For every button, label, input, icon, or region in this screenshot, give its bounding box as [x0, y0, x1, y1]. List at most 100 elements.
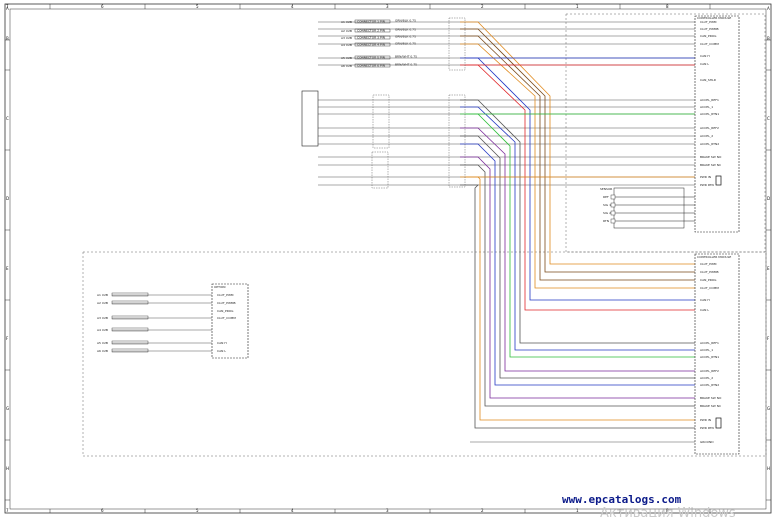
option-connector-body	[111, 292, 149, 297]
option-box	[211, 283, 249, 359]
connector-id: A3 X2B	[341, 36, 352, 40]
option-pin-label: CLUT_COMM	[217, 316, 236, 320]
controller-bottom-pin-label: BRAKE SW NO	[700, 396, 722, 400]
connector-wire-spec: GRN/BLK 0.75	[395, 19, 416, 23]
site-watermark: www.epcatalogs.com	[562, 493, 682, 506]
border-column-label-top: 8	[666, 4, 669, 9]
controller-top-pin-label: CAN H	[700, 54, 710, 58]
border-row-label-right: E	[767, 266, 770, 271]
border-row-label-right: G	[767, 406, 770, 411]
border-row-label-right: H	[767, 466, 770, 471]
controller-top-pin-label: PWR IN	[700, 175, 711, 179]
switch-box	[301, 90, 319, 147]
controller-bottom-pin-label: ACCEL_2	[700, 376, 713, 380]
connector-wire-spec: GRN/BLK 0.75	[395, 35, 416, 39]
border-column-label-top: 3	[386, 4, 389, 9]
border-column-label-bottom: 5	[196, 508, 199, 513]
wire-colored	[460, 28, 695, 273]
option-connector-id: A5 X2B	[97, 341, 108, 345]
option-connector-body	[111, 327, 149, 332]
wire-colored	[460, 43, 695, 289]
sensor-pin	[610, 218, 616, 224]
controller-top-title: CONTROLLER MODULE	[697, 16, 731, 20]
connector-body	[354, 19, 391, 24]
controller-bottom-pin-label: ACCEL_RTN1	[700, 355, 719, 359]
border-column-label-bottom: 3	[386, 508, 389, 513]
border-row-label-right: F	[767, 336, 770, 341]
option-connector-id: A4 X2B	[97, 328, 108, 332]
controller-bottom-pin-label: GROUND	[700, 440, 714, 444]
connector-id: A4 X2B	[341, 43, 352, 47]
controller-bottom-pin-label: BRAKE SW NC	[700, 404, 721, 408]
controller-bottom-pin-label: CLUT_PWM	[700, 262, 717, 266]
controller-top-pin-label: BRAKE SW NC	[700, 163, 721, 167]
connector-id: A2 X2B	[341, 29, 352, 33]
connector-wire-spec: GRN/BLK 0.75	[395, 42, 416, 46]
connector-label: CONNECTOR 6 PIN	[357, 64, 385, 68]
connector-label: CONNECTOR 5 PIN	[357, 56, 385, 60]
connector-wire-spec: GRN/BLK 0.75	[395, 28, 416, 32]
controller-top-pin-label: ACCEL_REF1	[700, 98, 719, 102]
controller-bottom-pin-label: ACCEL_REF1	[700, 341, 719, 345]
option-connector-body	[111, 315, 149, 320]
sensor-pin-label: REF	[603, 195, 609, 199]
border-column-label-bottom: 8	[666, 508, 669, 513]
wire-colored	[460, 106, 695, 351]
controller-top-pin-label: ACCEL_1	[700, 105, 713, 109]
controller-top-pin-label: CLUT_PWM	[700, 20, 717, 24]
option-connector-body	[111, 348, 149, 353]
controller-top-pin-label: CLUT_COMM	[700, 42, 719, 46]
wire-colored	[460, 35, 695, 281]
controller-bottom-pin-label: CAN_PROG	[700, 278, 717, 282]
controller-bottom-pin-label: PWR IN	[700, 418, 711, 422]
component-labels: CONTROLLER MODULECLUT_PWMCLUT_PWMBCAN_PR…	[97, 16, 731, 444]
option-pin-label: CLUT_PWMB	[217, 301, 236, 305]
connector-body	[354, 28, 391, 33]
connector-body	[354, 35, 391, 40]
controller-bottom-pin-label: ACCEL_REF2	[700, 369, 719, 373]
option-box-title: OPTION	[214, 285, 226, 289]
connector-label: CONNECTOR 2 PIN	[357, 29, 385, 33]
sensor-block	[613, 187, 685, 229]
connector-wire-spec: BRN/WHT 0.75	[395, 55, 417, 59]
option-connector-id: A6 X2B	[97, 349, 108, 353]
controller-bottom-box	[694, 253, 740, 455]
wire-colored	[460, 99, 695, 344]
controller-bottom-pin-label: CAN H	[700, 298, 710, 302]
border-column-label-bottom: 2	[481, 508, 484, 513]
border-row-label-right: B	[767, 36, 770, 41]
component-blocks	[111, 15, 740, 455]
splice-column	[448, 17, 466, 71]
controller-bottom-pin-label: PWR RTN	[700, 426, 714, 430]
connector-id: A1 X2B	[341, 20, 352, 24]
option-connector-id: A1 X2B	[97, 293, 108, 297]
border-row-label-left: D	[6, 196, 9, 201]
wire-bundle	[112, 21, 695, 443]
sensor-pin-label: SIG 2	[603, 211, 611, 215]
border-column-label-top: 2	[481, 4, 484, 9]
border-row-label-right: A	[767, 6, 770, 11]
pwr-connector-top	[715, 175, 722, 186]
connector-wire-spec: BRN/WHT 0.75	[395, 63, 417, 67]
border-row-label-left: H	[6, 466, 9, 471]
option-connector-body	[111, 300, 149, 305]
controller-bottom-pin-label: ACCEL_1	[700, 348, 713, 352]
controller-top-box	[694, 15, 740, 233]
connector-id: A6 X2B	[341, 64, 352, 68]
controller-bottom-pin-label: CAN L	[700, 308, 709, 312]
border-column-label-top: 6	[101, 4, 104, 9]
controller-bottom-pin-label: CLUT_COMM	[700, 286, 719, 290]
border-row-label-left: A	[6, 6, 9, 11]
border-column-label-top: 7	[6, 4, 9, 9]
border-column-label-top: 4	[291, 4, 294, 9]
controller-top-pin-label: BRAKE SW NO	[700, 155, 722, 159]
connector-body	[354, 63, 391, 68]
border-ticks	[5, 4, 771, 513]
controller-bottom-pin-label: ACCEL_RTN2	[700, 383, 719, 387]
connector-body	[354, 55, 391, 60]
wire-colored	[460, 184, 695, 429]
controller-top-pin-label: ACCEL_RTN1	[700, 112, 719, 116]
border-column-label-bottom: 1	[576, 508, 579, 513]
wire-colored	[460, 164, 695, 407]
